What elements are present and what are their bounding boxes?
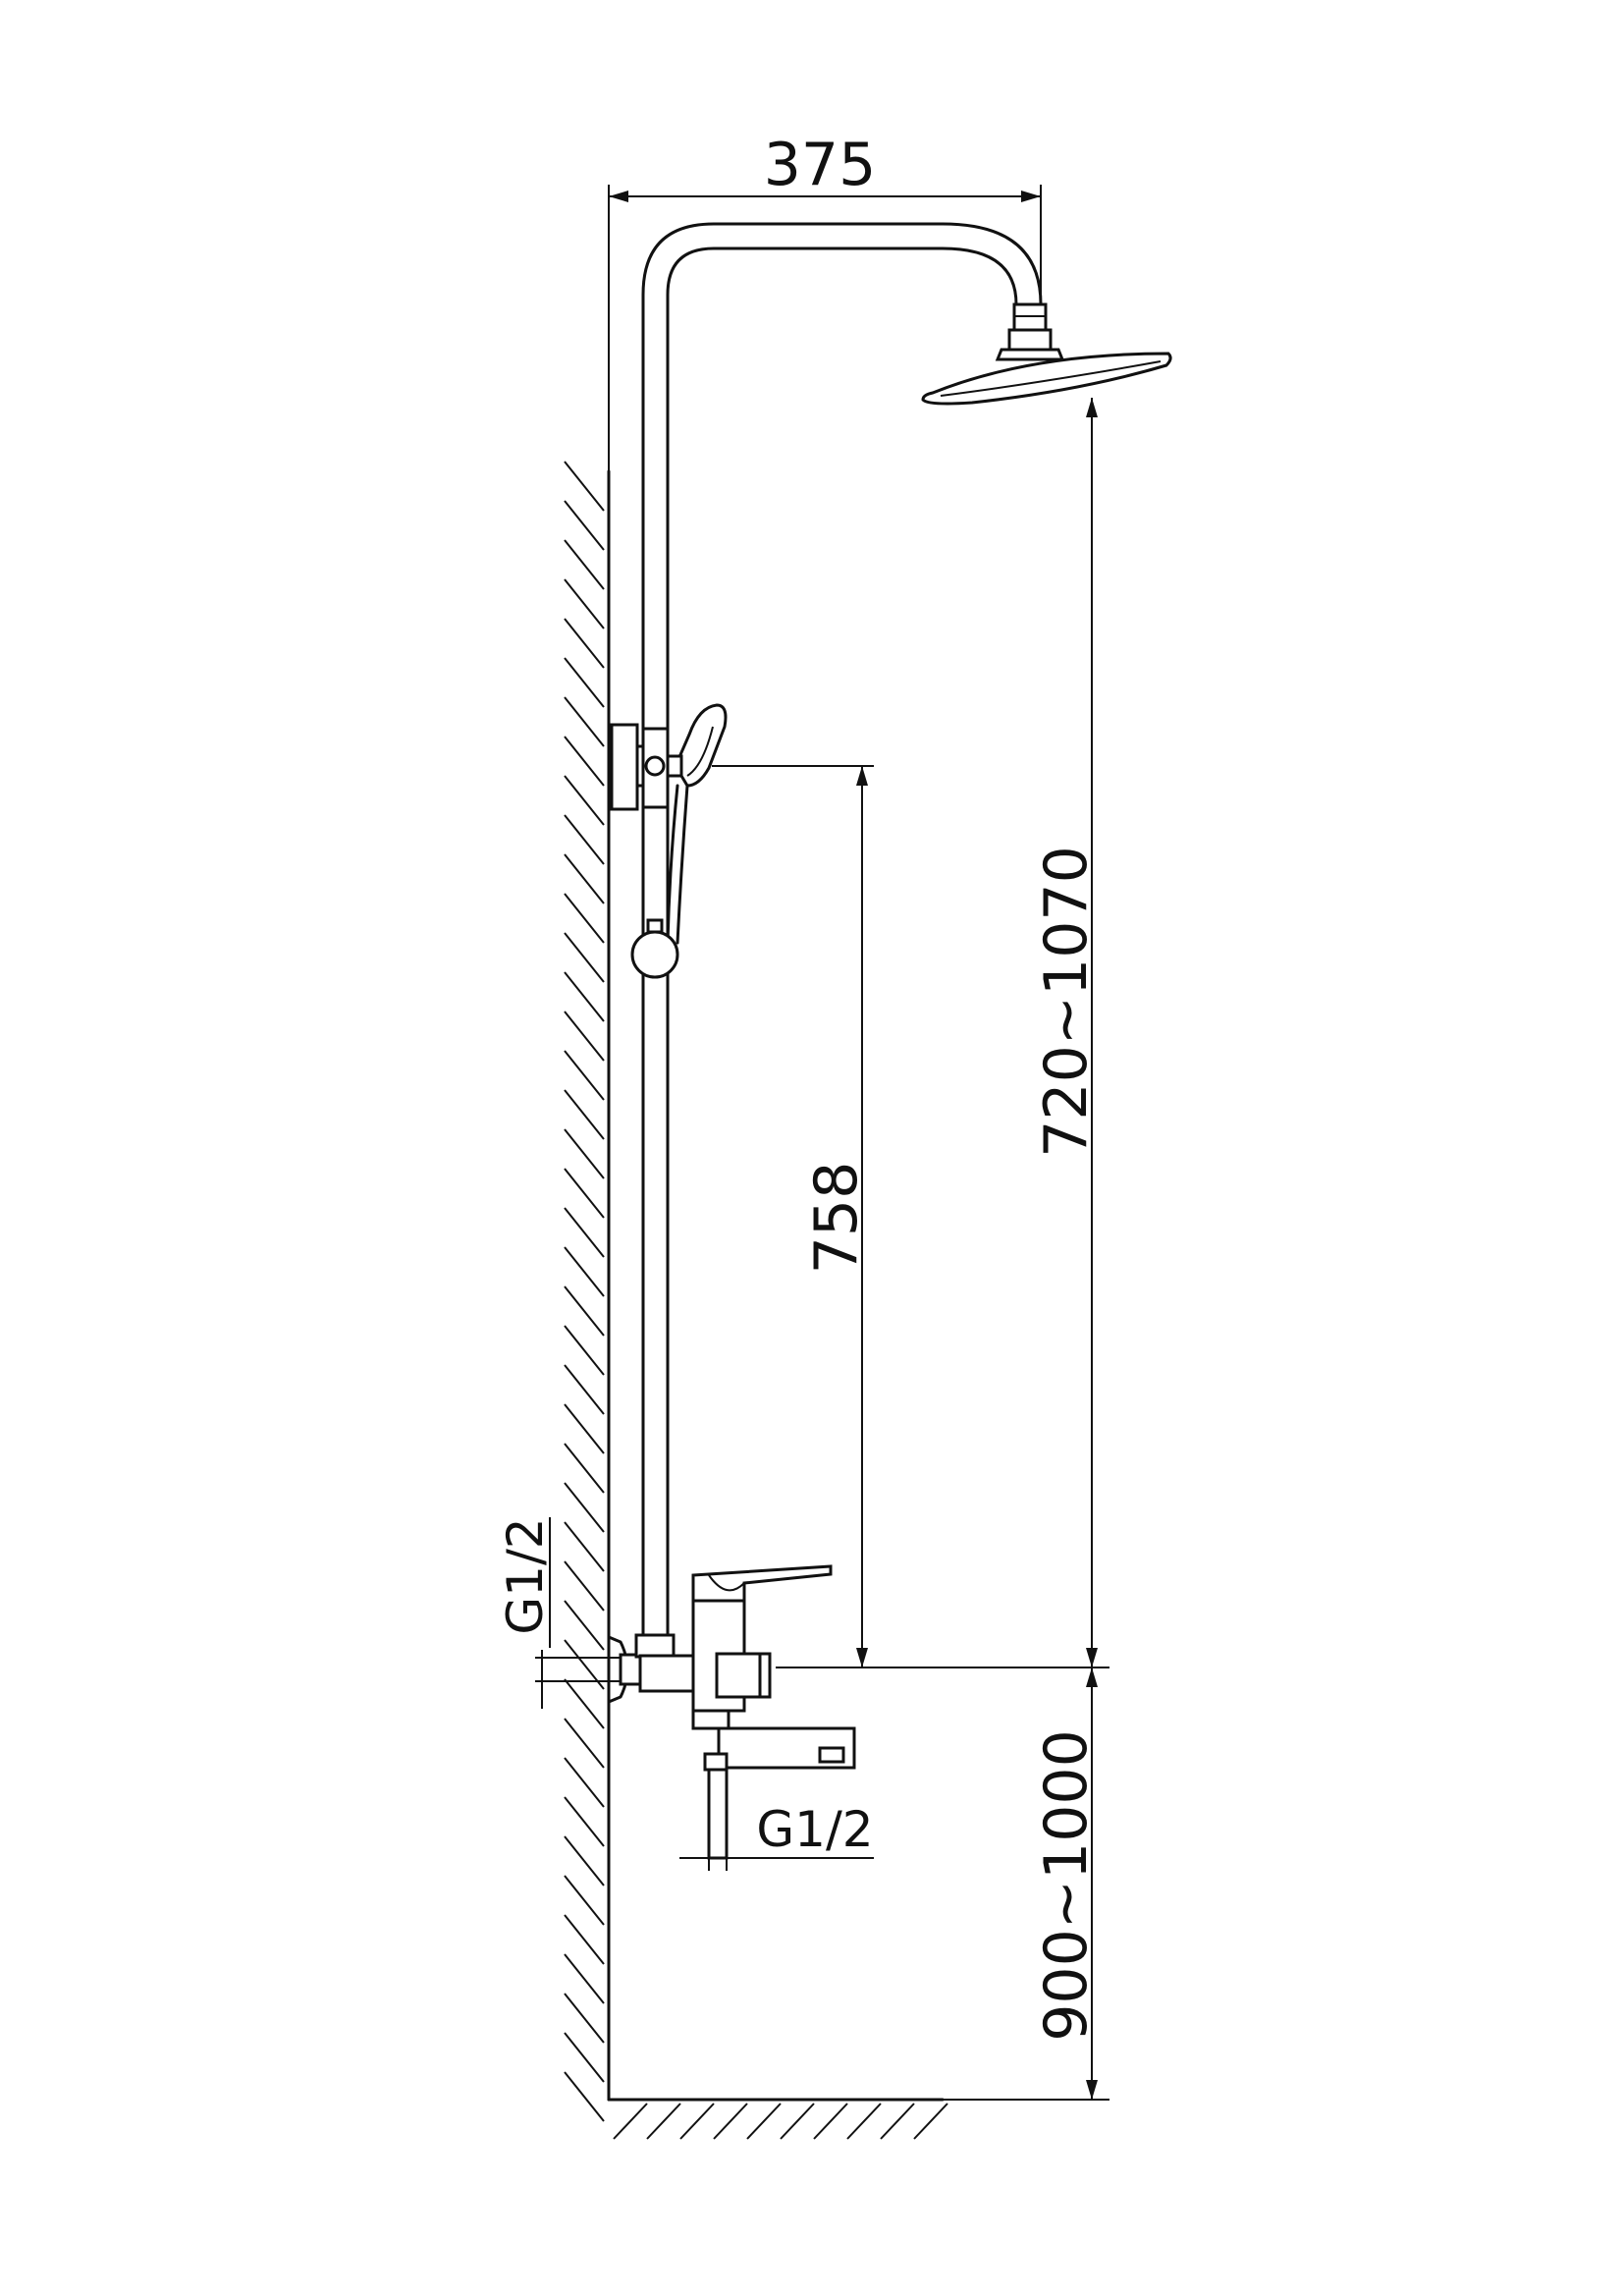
wall-hatch-line [564, 1011, 605, 1062]
wall-hatch-line [564, 1128, 605, 1179]
wall-hatch-line [564, 971, 605, 1022]
wall-hatch-line [564, 1050, 605, 1101]
floor-hatch-line [880, 2103, 915, 2140]
riser-pipe [641, 222, 1043, 1637]
wall-hatch-line [564, 1168, 605, 1219]
wall-hatch-line [564, 1757, 605, 1808]
wall-inlet-thread-dimension: G1/2 [497, 1517, 621, 1709]
wall-hatch-line [564, 1993, 605, 2044]
floor [607, 2098, 948, 2140]
floor-hatch-line [613, 2103, 648, 2140]
wall-inlet-thread-label: G1/2 [497, 1517, 554, 1634]
floor-hatch-line [646, 2103, 681, 2140]
wall-hatch-line [564, 461, 605, 512]
wall-hatch-line [564, 1325, 605, 1376]
wall-hatch-line [564, 578, 605, 629]
wall-hatch-line [564, 1914, 605, 1965]
floor-hatch-line [813, 2103, 848, 2140]
wall-hatch-line [564, 1482, 605, 1533]
mixer-height-dimension: 900~1000 [943, 1667, 1109, 2101]
overhead-shower-head [921, 302, 1172, 406]
floor-hatch-line [746, 2103, 782, 2140]
floor-hatch-line [713, 2103, 748, 2140]
wall-hatch-line [564, 696, 605, 747]
wall-hatch-line [564, 1953, 605, 2004]
wall-hatch-line [564, 618, 605, 669]
head-height-dimension: 720~1070 [1032, 398, 1101, 1667]
wall [564, 461, 611, 2122]
wall-hatch-line [564, 775, 605, 826]
wall-hatch-line [564, 1560, 605, 1612]
wall-hatch-line [564, 1678, 605, 1729]
wall-hatch-line [564, 657, 605, 708]
width-label: 375 [764, 131, 877, 199]
wall-hatch-line [564, 1364, 605, 1415]
width-dimension: 375 [608, 131, 1042, 471]
hand-shower-height-label: 758 [802, 1162, 871, 1275]
floor-hatch-line [846, 2103, 882, 2140]
wall-hatch-line [564, 1089, 605, 1140]
wall-hatch-line [564, 1285, 605, 1337]
head-height-label: 720~1070 [1032, 846, 1101, 1158]
floor-hatch-line [780, 2103, 815, 2140]
wall-hatch-line [564, 1796, 605, 1847]
wall-hatch-line [564, 1521, 605, 1572]
bath-mixer [607, 1564, 856, 1860]
wall-hatch-line [564, 1246, 605, 1297]
wall-hatch-line [564, 539, 605, 590]
wall-hatch-line [564, 500, 605, 551]
spout-outlet-thread-label: G1/2 [756, 1801, 873, 1858]
wall-hatch-line [564, 736, 605, 787]
wall-hatch-line [564, 1403, 605, 1454]
wall-hatch-line [564, 2071, 605, 2122]
hand-shower-height-dimension: 758 [712, 765, 874, 1667]
floor-hatch-line [913, 2103, 948, 2140]
wall-hatch-line [564, 1718, 605, 1769]
wall-hatch-line [564, 1207, 605, 1258]
wall-hatch-line [564, 1875, 605, 1926]
wall-hatch-line [564, 1443, 605, 1494]
slider-knob [630, 918, 679, 979]
wall-hatch-line [564, 853, 605, 904]
wall-hatch-line [564, 1600, 605, 1651]
wall-hatch-line [564, 932, 605, 983]
hand-shower [666, 703, 728, 788]
spout-outlet-thread-dimension: G1/2 [679, 1801, 874, 1871]
wall-hatch-line [564, 2032, 605, 2083]
floor-hatch-line [679, 2103, 715, 2140]
mixer-height-label: 900~1000 [1032, 1729, 1101, 2042]
upper-wall-bracket [610, 723, 670, 811]
wall-hatch-line [564, 1835, 605, 1886]
wall-hatch-line [564, 893, 605, 944]
wall-hatch-line [564, 814, 605, 865]
shower-hose [666, 784, 689, 945]
